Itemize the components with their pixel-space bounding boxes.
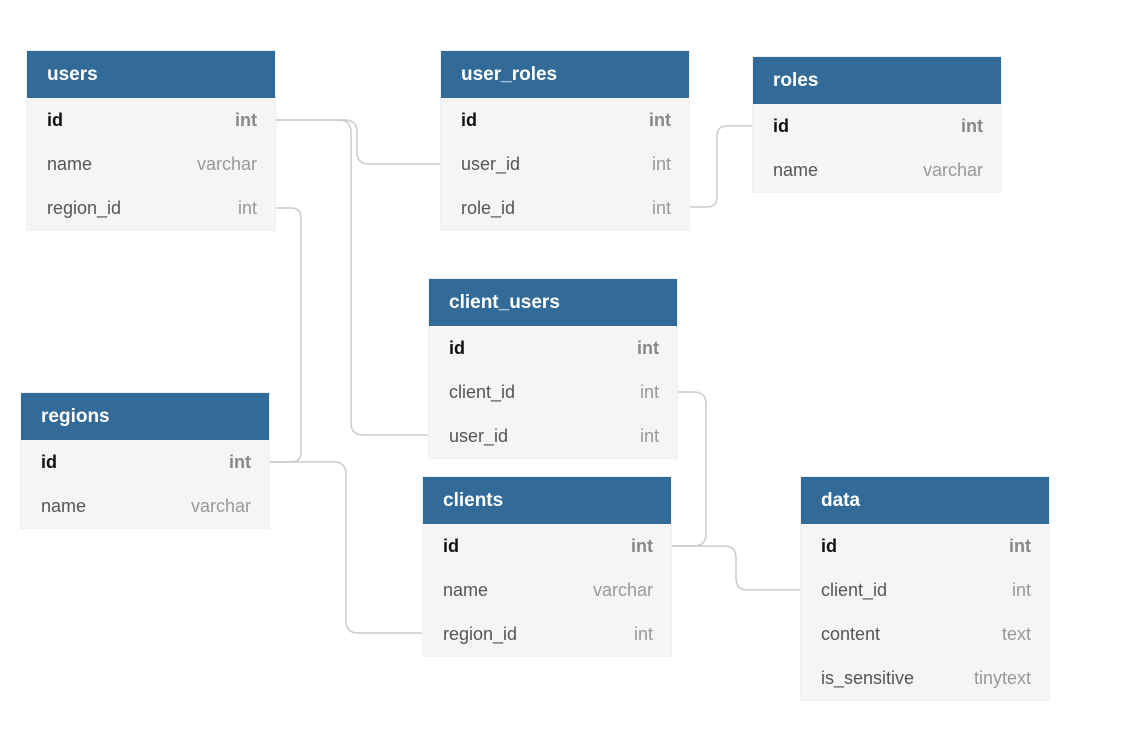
- field-name: id: [47, 110, 63, 130]
- field-name: role_id: [461, 198, 516, 218]
- field-type: varchar: [922, 160, 983, 180]
- field-name: user_id: [449, 426, 509, 446]
- field-name: name: [41, 496, 87, 516]
- relationship-line: [670, 545, 801, 591]
- field-name: id: [461, 110, 477, 130]
- field-type: tinytext: [973, 668, 1031, 688]
- field-name: is_sensitive: [821, 668, 915, 688]
- table-roles[interactable]: roles id int name varchar: [753, 57, 1001, 192]
- field-name: id: [821, 536, 837, 556]
- field-name: client_id: [821, 580, 888, 600]
- field-row[interactable]: client_id int: [801, 568, 1049, 612]
- field-type: varchar: [190, 496, 251, 516]
- field-row[interactable]: client_id int: [429, 370, 677, 414]
- relationship-line: [268, 207, 302, 463]
- field-row[interactable]: content text: [801, 612, 1049, 656]
- field-row[interactable]: id int: [21, 440, 269, 484]
- field-type: int: [651, 198, 671, 218]
- field-type: int: [229, 452, 251, 472]
- field-type: int: [639, 382, 659, 402]
- table-header[interactable]: regions: [21, 393, 269, 440]
- field-type: int: [631, 536, 653, 556]
- field-type: int: [235, 110, 257, 130]
- table-regions[interactable]: regions id int name varchar: [21, 393, 269, 528]
- field-name: id: [443, 536, 459, 556]
- field-row[interactable]: name varchar: [21, 484, 269, 528]
- field-type: int: [1011, 580, 1031, 600]
- field-type: int: [639, 426, 659, 446]
- field-type: varchar: [592, 580, 653, 600]
- field-row[interactable]: id int: [441, 98, 689, 142]
- field-type: int: [1009, 536, 1031, 556]
- field-name: content: [821, 624, 881, 644]
- field-type: varchar: [196, 154, 257, 174]
- field-name: user_id: [461, 154, 521, 174]
- field-name: id: [449, 338, 465, 358]
- field-row[interactable]: region_id int: [423, 612, 671, 656]
- field-name: name: [443, 580, 489, 600]
- field-name: region_id: [443, 624, 518, 644]
- field-row[interactable]: id int: [27, 98, 275, 142]
- table-header[interactable]: users: [27, 51, 275, 98]
- table-users[interactable]: users id int name varchar region_id int: [27, 51, 275, 230]
- relationship-line: [274, 119, 441, 165]
- table-header[interactable]: data: [801, 477, 1049, 524]
- field-name: id: [41, 452, 57, 472]
- relationship-line: [268, 461, 423, 634]
- field-row[interactable]: name varchar: [27, 142, 275, 186]
- field-name: name: [47, 154, 93, 174]
- field-row[interactable]: name varchar: [753, 148, 1001, 192]
- field-row[interactable]: name varchar: [423, 568, 671, 612]
- field-type: int: [649, 110, 671, 130]
- field-name: region_id: [47, 198, 122, 218]
- field-row[interactable]: id int: [429, 326, 677, 370]
- table-clients[interactable]: clients id int name varchar region_id int: [423, 477, 671, 656]
- field-row[interactable]: id int: [801, 524, 1049, 568]
- relationship-line: [688, 125, 753, 208]
- field-type: int: [651, 154, 671, 174]
- field-row[interactable]: id int: [423, 524, 671, 568]
- table-header[interactable]: clients: [423, 477, 671, 524]
- relationship-line: [274, 119, 429, 436]
- field-name: id: [773, 116, 789, 136]
- field-type: int: [633, 624, 653, 644]
- field-name: client_id: [449, 382, 516, 402]
- field-type: int: [237, 198, 257, 218]
- table-header[interactable]: user_roles: [441, 51, 689, 98]
- field-row[interactable]: user_id int: [429, 414, 677, 458]
- field-row[interactable]: user_id int: [441, 142, 689, 186]
- field-name: name: [773, 160, 819, 180]
- table-header[interactable]: roles: [753, 57, 1001, 104]
- field-type: int: [637, 338, 659, 358]
- field-row[interactable]: role_id int: [441, 186, 689, 230]
- field-row[interactable]: id int: [753, 104, 1001, 148]
- field-row[interactable]: is_sensitive tinytext: [801, 656, 1049, 700]
- field-row[interactable]: region_id int: [27, 186, 275, 230]
- table-data[interactable]: data id int client_id int content text is_sensi…: [801, 477, 1049, 700]
- field-type: text: [1001, 624, 1031, 644]
- table-header[interactable]: client_users: [429, 279, 677, 326]
- field-type: int: [961, 116, 983, 136]
